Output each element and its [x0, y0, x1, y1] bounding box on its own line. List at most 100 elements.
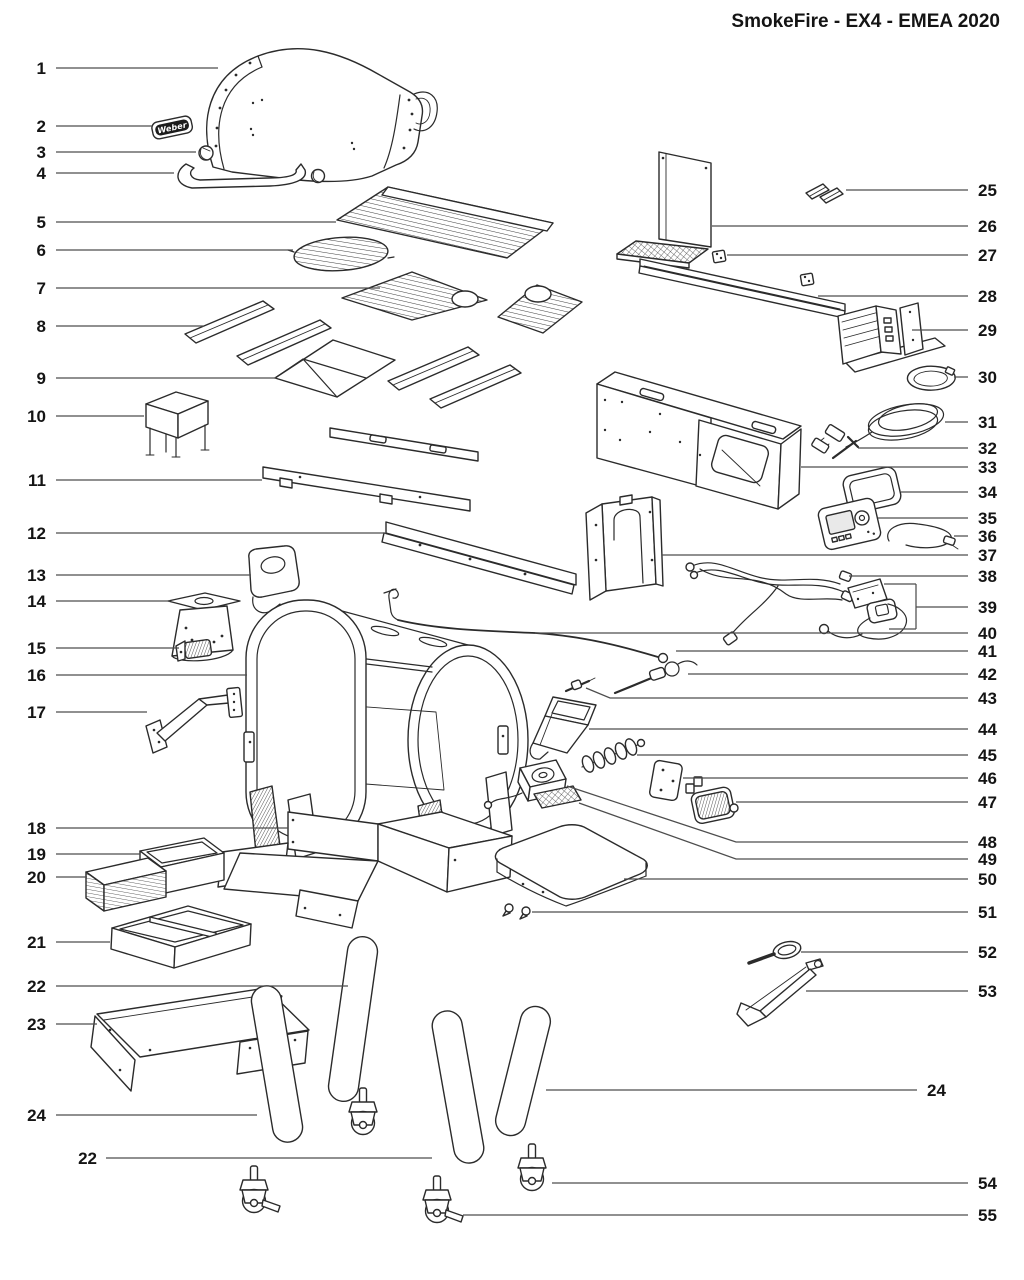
part-number-47: 47	[978, 793, 997, 812]
part-number-6: 6	[37, 241, 46, 260]
support-rail	[381, 521, 577, 595]
leg-22-rear	[431, 1010, 485, 1164]
bottom-tray	[110, 905, 252, 969]
part-number-24: 24	[27, 1106, 46, 1125]
mounting-brackets	[262, 427, 479, 512]
accessory-box	[145, 391, 210, 458]
part-number-22: 22	[27, 977, 46, 996]
part-number-31: 31	[978, 413, 997, 432]
part-number-37: 37	[978, 546, 997, 565]
igniter-rod	[564, 677, 596, 693]
hopper-assembly	[596, 371, 802, 510]
part-number-50: 50	[978, 870, 997, 889]
scoop-tool	[747, 940, 802, 965]
part-number-13: 13	[27, 566, 46, 585]
part-number-8: 8	[37, 317, 46, 336]
grid-plate	[533, 785, 582, 809]
part-number-44: 44	[978, 720, 997, 739]
part-number-32: 32	[978, 439, 997, 458]
part-number-49: 49	[978, 850, 997, 869]
part-number-2: 2	[37, 117, 46, 136]
part-number-46: 46	[978, 769, 997, 788]
heat-baffle	[494, 824, 648, 907]
control-module	[837, 302, 946, 373]
part-number-9: 9	[37, 369, 46, 388]
part-number-51: 51	[978, 903, 997, 922]
power-cord	[811, 403, 945, 454]
part-number-11: 11	[28, 471, 46, 490]
callout-layer: 1234567891011121314151617181920212223242…	[27, 59, 997, 1225]
part-number-25: 25	[978, 181, 997, 200]
part-number-52: 52	[978, 943, 997, 962]
shelf-board	[638, 258, 846, 319]
part-number-45: 45	[978, 746, 997, 765]
diagram-title: SmokeFire - EX4 - EMEA 2020	[731, 11, 1000, 32]
part-number-1: 1	[37, 59, 46, 78]
caster-locking-left	[239, 1165, 281, 1214]
part-number-35: 35	[978, 509, 997, 528]
fastener-clips	[711, 249, 815, 287]
jumper-cable	[887, 522, 959, 550]
part-number-36: 36	[978, 527, 997, 546]
mounting-plate	[649, 759, 683, 802]
lid-cable-assembly	[383, 588, 669, 664]
part-number-10: 10	[27, 407, 46, 426]
part-number-30: 30	[978, 368, 997, 387]
leg-24-right	[494, 1005, 552, 1137]
part-number-39: 39	[978, 598, 997, 617]
part-number-40: 40	[978, 624, 997, 643]
igniter-assembly	[175, 638, 213, 662]
part-number-4: 4	[37, 164, 47, 183]
support-bar	[145, 686, 244, 754]
hopper-bracket	[585, 494, 664, 601]
flavorizer-bars	[184, 300, 522, 409]
part-number-3: 3	[37, 143, 46, 162]
part-number-17: 17	[27, 703, 46, 722]
part-number-28: 28	[978, 287, 997, 306]
weber-logo-badge: Weber	[151, 115, 194, 140]
part-number-53: 53	[978, 982, 997, 1001]
part-number-48: 48	[978, 833, 997, 852]
part-number-21: 21	[27, 933, 46, 952]
part-number-7: 7	[37, 279, 46, 298]
heat-deflector	[274, 339, 396, 398]
part-number-16: 16	[27, 666, 46, 685]
circular-grate	[287, 236, 395, 272]
part-number-41: 41	[978, 642, 997, 661]
part-number-38: 38	[978, 567, 997, 586]
part-number-29: 29	[978, 321, 997, 340]
strap-loop	[906, 365, 956, 391]
lid-assembly	[206, 47, 438, 183]
caster-locking-55	[422, 1175, 464, 1224]
part-number-20: 20	[27, 868, 46, 887]
part-number-43: 43	[978, 689, 997, 708]
chute-plate	[248, 545, 300, 614]
part-number-55: 55	[978, 1206, 997, 1225]
screw-pair	[502, 903, 531, 920]
leader-line-49	[578, 802, 968, 860]
part-number-26: 26	[978, 217, 997, 236]
foil-liner	[85, 857, 167, 912]
meat-probe	[613, 660, 698, 695]
scraper-tool	[736, 958, 824, 1027]
auger-motor	[685, 776, 739, 825]
part-number-27: 27	[978, 246, 997, 265]
leader-line-48	[566, 785, 968, 843]
part-number-42: 42	[978, 665, 997, 684]
heat-shield	[616, 151, 712, 269]
controller-display	[817, 497, 882, 551]
hex-tool	[831, 435, 860, 460]
part-number-24: 24	[927, 1081, 946, 1100]
leg-22-front	[327, 935, 379, 1103]
caster-plain-54	[517, 1143, 547, 1192]
part-number-15: 15	[27, 639, 46, 658]
part-number-23: 23	[27, 1015, 46, 1034]
leader-line-43	[585, 687, 968, 699]
warming-rack	[336, 186, 554, 259]
part-number-14: 14	[27, 592, 46, 611]
lid-handle	[177, 163, 326, 189]
pellet-chute	[529, 696, 597, 760]
part-number-54: 54	[978, 1174, 997, 1193]
